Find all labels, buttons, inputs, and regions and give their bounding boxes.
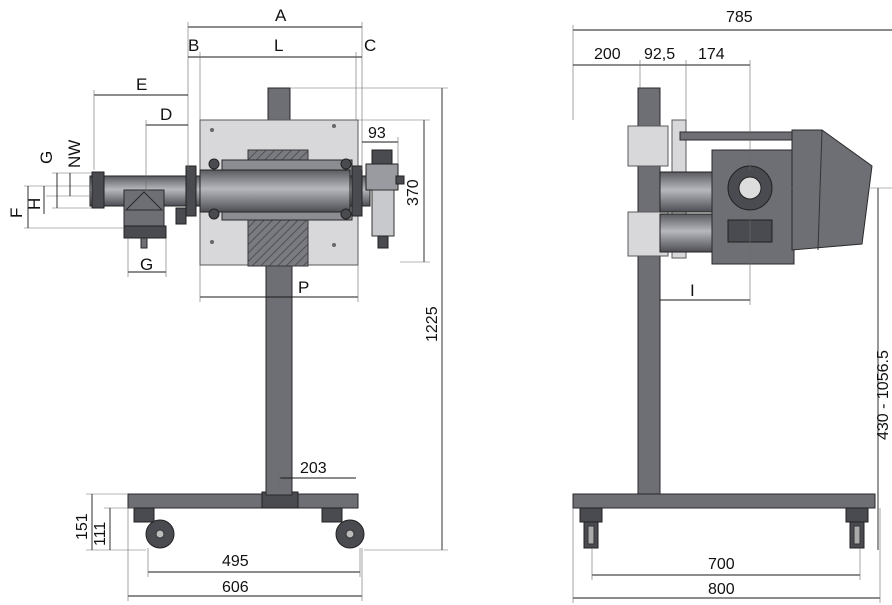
front-pipe-inner <box>199 169 351 213</box>
label-P: P <box>298 278 309 297</box>
dim-785: 785 <box>726 9 753 26</box>
label-NW: NW <box>65 140 84 168</box>
dim-151: 151 <box>74 513 91 540</box>
label-E: E <box>136 75 147 94</box>
side-labels: 785 200 92,5 174 I 700 800 430 - 1056.5 <box>594 9 892 598</box>
front-base-bar <box>127 493 359 509</box>
front-inlet-flange <box>91 171 105 209</box>
side-caster-left <box>579 507 603 549</box>
dim-range: 430 - 1056.5 <box>875 350 892 440</box>
dim-700: 700 <box>708 556 735 573</box>
dim-495: 495 <box>222 553 249 570</box>
front-inlet-cone <box>124 191 164 211</box>
side-caster-right <box>845 507 869 549</box>
label-I: I <box>690 281 695 300</box>
side-view <box>572 87 876 549</box>
label-B: B <box>188 36 199 55</box>
front-caster-left <box>133 507 175 549</box>
front-caster-right <box>321 507 365 549</box>
side-hood <box>791 129 873 251</box>
dim-606: 606 <box>222 579 249 596</box>
label-H: H <box>25 198 44 210</box>
dim-92-5: 92,5 <box>644 46 675 63</box>
label-G-top: G <box>37 151 56 164</box>
label-A: A <box>275 6 287 25</box>
dim-174: 174 <box>698 46 725 63</box>
dim-800: 800 <box>708 581 735 598</box>
label-G-bottom: G <box>140 255 153 274</box>
dim-370: 370 <box>405 179 422 206</box>
label-D: D <box>160 105 172 124</box>
dim-1225: 1225 <box>424 306 441 342</box>
dim-93: 93 <box>368 125 386 142</box>
side-dimensions <box>572 25 892 603</box>
front-dimensions <box>24 22 448 601</box>
front-air-regulator <box>365 149 405 249</box>
label-F: F <box>7 208 26 218</box>
label-C: C <box>364 36 376 55</box>
dim-203: 203 <box>300 460 327 477</box>
dim-200: 200 <box>594 46 621 63</box>
side-column <box>637 87 661 495</box>
front-column-top <box>267 87 291 121</box>
dim-111: 111 <box>92 522 109 546</box>
front-column <box>265 264 293 496</box>
label-L: L <box>274 36 283 55</box>
side-base-bar <box>572 493 876 509</box>
front-view <box>89 87 405 549</box>
front-labels: A B L C E D G NW F H G P 93 370 1225 203… <box>7 6 441 596</box>
